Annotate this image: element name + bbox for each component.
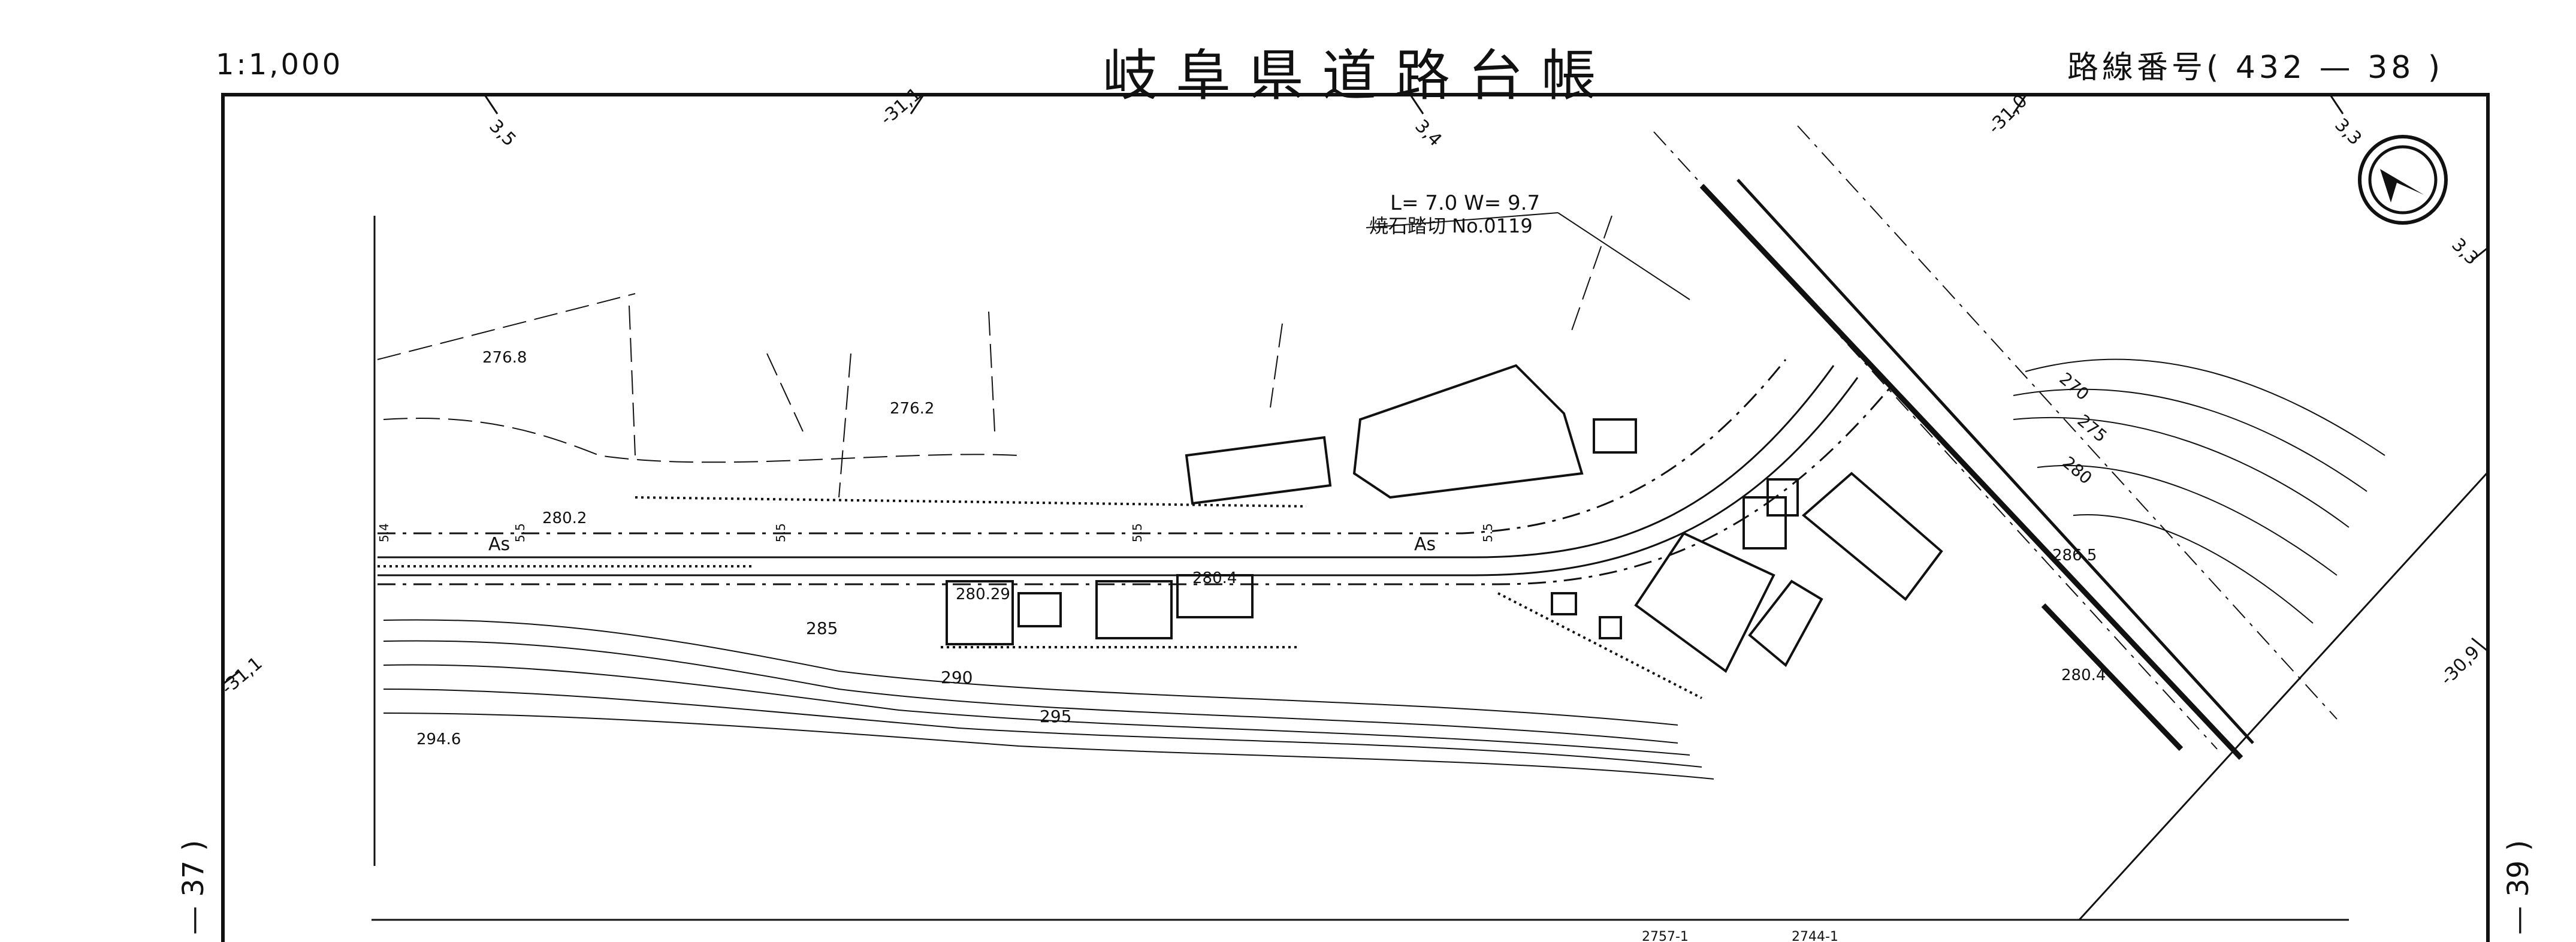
elevation-point: 280.29 <box>956 585 1010 603</box>
route-number: 路線番号( 432 — 38 ) <box>2067 50 2444 86</box>
elevation-point: 280.2 <box>542 509 587 527</box>
map-frame <box>221 93 2490 942</box>
grid-ticks <box>224 95 2487 684</box>
contour-label: 270 <box>2056 369 2093 404</box>
railway <box>1653 125 2338 760</box>
bridge-dimensions: L= 7.0 W= 9.7 <box>1390 191 1540 215</box>
elevation-point: 294.6 <box>416 730 461 748</box>
tick-label: -31,1 <box>877 83 926 129</box>
parcel-boundaries <box>377 215 1612 498</box>
road-edge-hatch <box>378 496 1702 699</box>
elevation-point: 280.4 <box>2061 666 2106 684</box>
surface-label: As <box>488 534 510 555</box>
parcel-label: 2757-1 <box>1642 929 1689 942</box>
road-width-label: 5.5 <box>513 523 527 542</box>
main-road <box>378 359 1895 585</box>
contour-label: 295 <box>1040 707 1071 726</box>
sheet-cut-line <box>2078 472 2488 921</box>
map-scale: 1:1,000 <box>216 48 343 81</box>
road-width-label: 5.5 <box>774 523 788 542</box>
contour-label: 280 <box>2059 452 2096 488</box>
contour-lines <box>383 358 2385 780</box>
contour-label: 275 <box>2074 410 2111 446</box>
elevation-point: 280.4 <box>1192 569 1237 587</box>
road-width-label: 5.5 <box>1481 523 1495 542</box>
elevation-point: 276.8 <box>482 349 527 367</box>
elevation-point: 276.2 <box>890 400 934 418</box>
buildings <box>946 364 1943 674</box>
north-arrow-icon <box>2358 135 2448 225</box>
elevation-point: 286.5 <box>2052 547 2097 564</box>
contour-label: 285 <box>806 618 838 638</box>
tick-label: 3,3 <box>2330 114 2365 149</box>
bridge-name: 焼石踏切 No.0119 <box>1369 215 1533 237</box>
parcel-label: 2744-1 <box>1792 929 1838 942</box>
tick-label: 3,3 <box>2447 234 2482 269</box>
tick-label: -30,9 <box>2436 642 2484 690</box>
tick-label: 3,5 <box>485 116 520 150</box>
road-width-label: 5.5 <box>1130 523 1144 542</box>
surface-label: As <box>1414 534 1436 555</box>
page-title: 岐阜県道路台帳 <box>1103 44 1615 108</box>
contour-label: 290 <box>941 668 973 687</box>
road-width-label: 5.4 <box>377 523 391 542</box>
tick-label: 3,4 <box>1411 116 1445 150</box>
